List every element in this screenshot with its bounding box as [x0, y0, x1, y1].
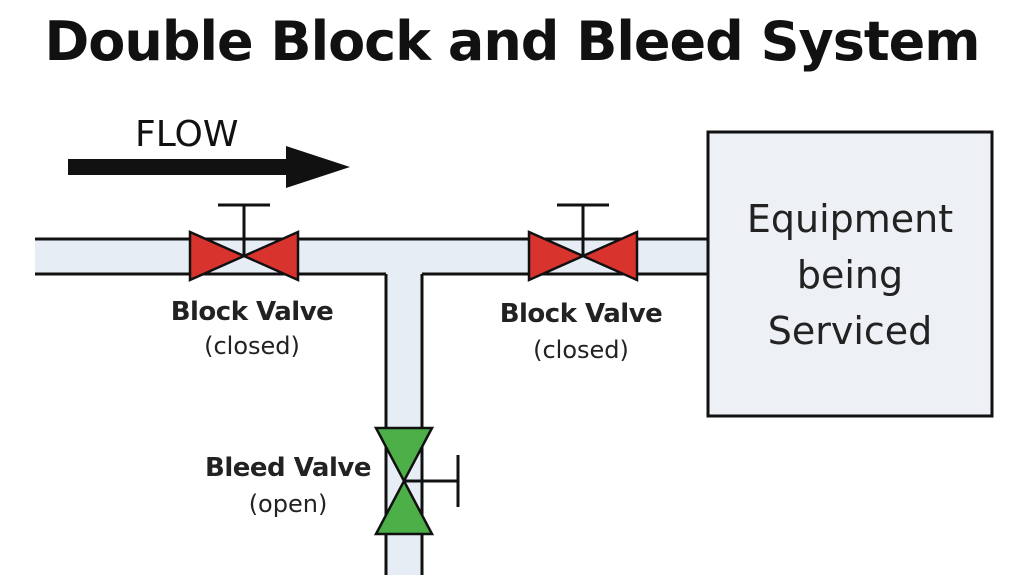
valve-body-left-half	[527, 230, 587, 282]
bleed-valve-state: (open)	[249, 490, 328, 518]
equipment-label-line3: Serviced	[768, 309, 933, 353]
bleed-valve	[373, 426, 460, 536]
page-title: Double Block and Bleed System	[44, 10, 979, 73]
flow-label: FLOW	[135, 114, 238, 155]
equipment-label-line1: Equipment	[747, 197, 953, 241]
block-valve-left	[188, 203, 300, 282]
block-valve-left-state: (closed)	[204, 332, 300, 360]
equipment-label-line2: being	[797, 253, 903, 297]
block-valve-right	[527, 203, 639, 282]
valve-body-right-half	[240, 230, 300, 282]
valve-body-right-half	[579, 230, 639, 282]
equipment-box	[706, 130, 994, 418]
pipe-network	[35, 237, 708, 575]
valve-body-left-half	[188, 230, 248, 282]
flow-arrow	[68, 146, 350, 188]
block-valve-left-name: Block Valve	[171, 297, 334, 327]
valve-body-bottom-half	[373, 478, 435, 536]
block-valve-right-name: Block Valve	[500, 299, 663, 329]
pipe-fill	[35, 239, 708, 575]
valve-body-top-half	[373, 426, 435, 484]
bleed-valve-name: Bleed Valve	[205, 453, 371, 483]
block-valve-right-state: (closed)	[533, 336, 629, 364]
